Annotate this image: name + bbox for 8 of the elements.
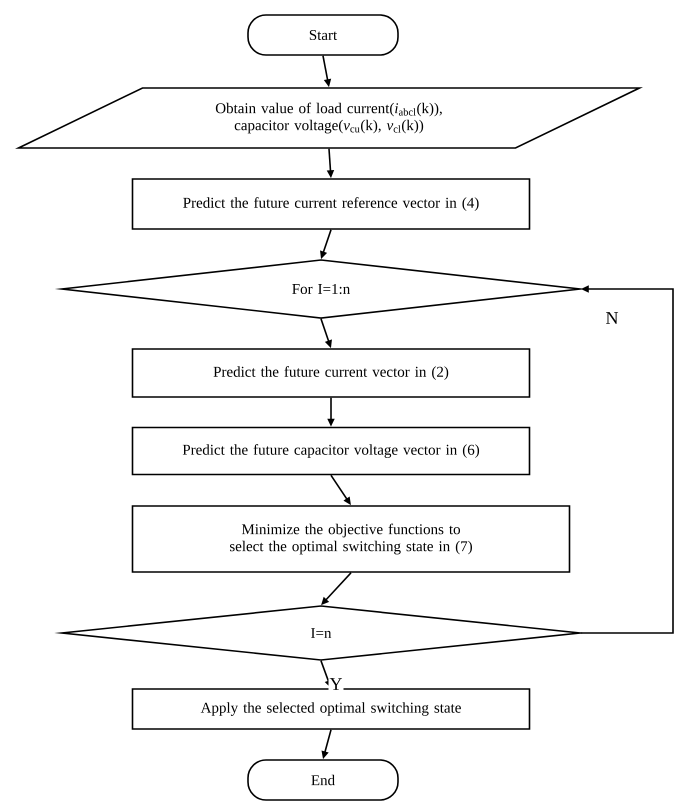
process-box: Predict the future current vector in (2) bbox=[132, 348, 530, 398]
edge-label: Y bbox=[328, 677, 344, 691]
terminal-box: End bbox=[247, 759, 399, 801]
terminal-box: Start bbox=[247, 14, 399, 56]
edge-label: N bbox=[604, 311, 620, 325]
process-box: Predict the future current reference vector in (4) bbox=[132, 178, 530, 230]
process-box: Minimize the objective functions to select the optimal switching state in (7) bbox=[132, 505, 570, 573]
process-box: Predict the future capacitor voltage vector in (6) bbox=[132, 426, 530, 476]
